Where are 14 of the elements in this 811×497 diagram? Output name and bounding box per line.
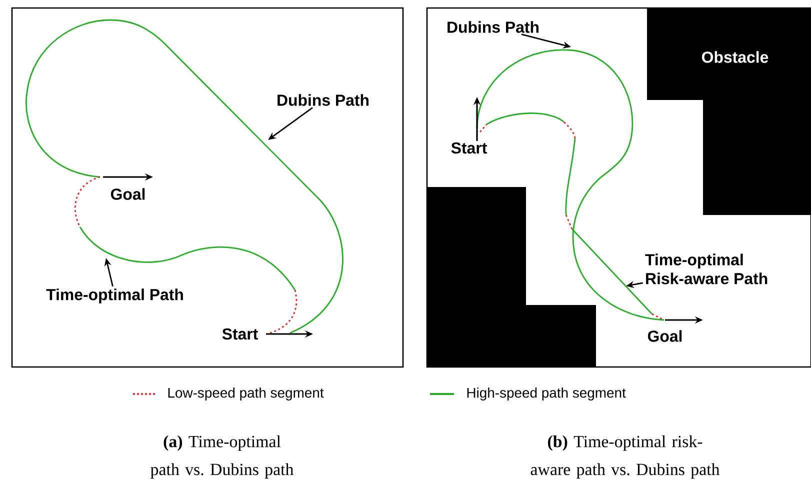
obstacle-label: Obstacle bbox=[647, 8, 811, 215]
path-label: Time-optimal Path bbox=[46, 288, 183, 304]
subfigure-caption: (a) Time-optimal path vs. Dubins path bbox=[150, 435, 294, 479]
point-label: Goal bbox=[110, 188, 145, 200]
path-label: Dubins Path bbox=[448, 21, 538, 33]
point-label: Start bbox=[451, 142, 487, 154]
legend-label: High-speed path segment bbox=[467, 388, 626, 400]
path-label: Dubins Path bbox=[278, 94, 368, 106]
obstacle-block bbox=[427, 187, 596, 367]
path-label: Time-optimal Risk-aware Path bbox=[645, 254, 768, 284]
subfigure-caption: (b) Time-optimal risk-aware path vs. Dubins path bbox=[530, 435, 720, 479]
point-label: Start bbox=[222, 328, 258, 340]
legend-label: Low-speed path segment bbox=[168, 388, 324, 400]
point-label: Goal bbox=[648, 330, 682, 342]
